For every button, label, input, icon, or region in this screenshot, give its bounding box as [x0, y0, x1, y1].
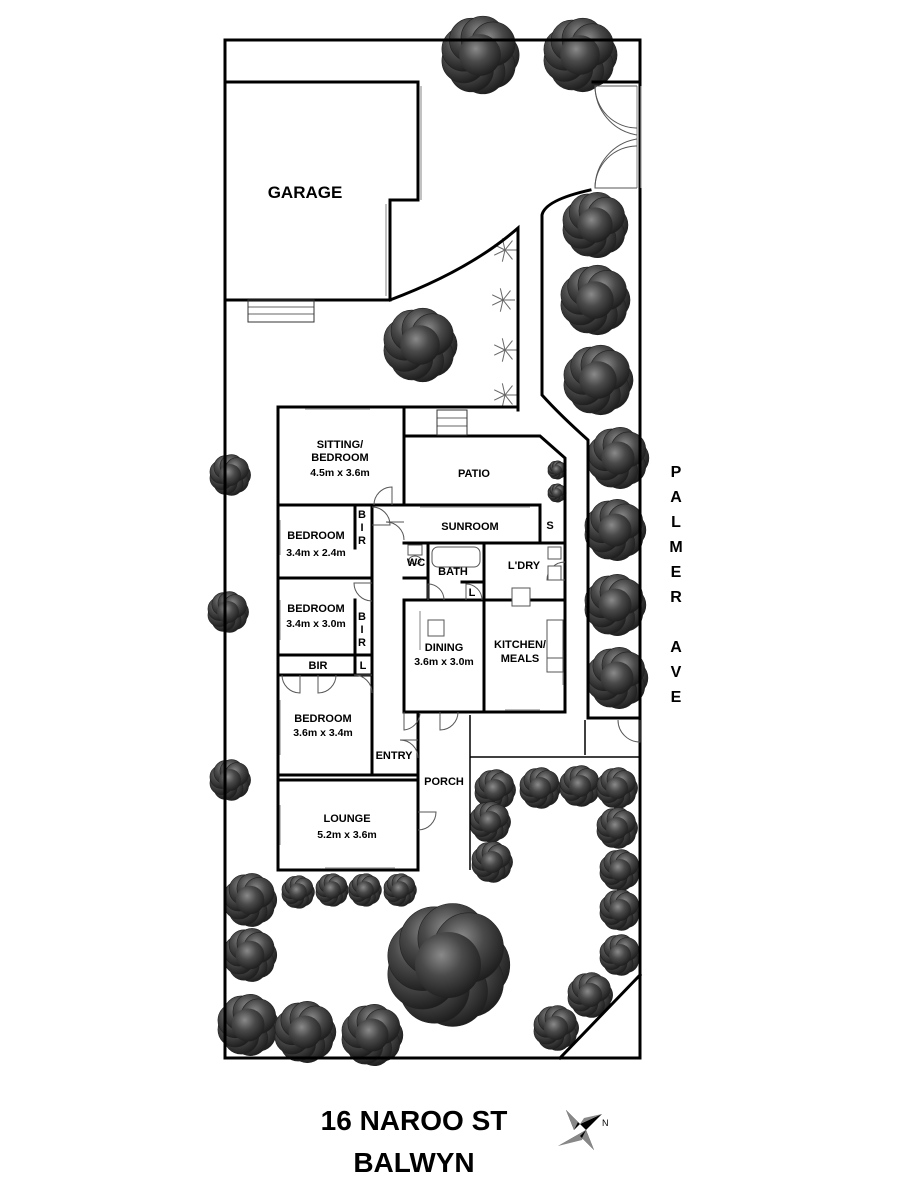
street-letter: L	[671, 514, 681, 531]
dining-label: DINING	[425, 642, 464, 654]
tree-icon	[584, 574, 647, 636]
tree-icon	[223, 928, 278, 982]
bedroom2-dims: 3.4m x 3.0m	[286, 618, 346, 630]
tree-icon	[562, 191, 629, 259]
street-letter: V	[671, 664, 682, 681]
tree-icon	[533, 1005, 579, 1051]
lounge-dims: 5.2m x 3.6m	[317, 829, 377, 841]
bir-lower-label: BIR	[309, 660, 328, 672]
tree-icon	[441, 15, 520, 95]
tree-icon	[315, 873, 349, 907]
tree-icon	[223, 873, 278, 927]
shrub-icon	[493, 238, 517, 262]
address-block: 16 NAROO ST BALWYN	[321, 1105, 508, 1178]
tree-icon	[547, 483, 567, 503]
shrub-icon	[493, 383, 517, 407]
tree-icon	[209, 454, 251, 496]
tree-icon	[471, 841, 513, 883]
tree-icon	[586, 647, 649, 709]
bedroom2-label: BEDROOM	[287, 603, 344, 615]
tree-icon	[217, 994, 280, 1056]
tree-icon	[596, 807, 638, 849]
street-letter: M	[669, 539, 682, 556]
wc-label: WC	[407, 557, 425, 569]
address-line-2: BALWYN	[353, 1147, 474, 1178]
tree-icon	[519, 767, 561, 809]
sitting-label-1: SITTING/	[317, 439, 363, 451]
sitting-dims: 4.5m x 3.6m	[310, 467, 370, 479]
patio-label: PATIO	[458, 468, 490, 480]
street-letter: A	[670, 489, 682, 506]
dining-dims: 3.6m x 3.0m	[414, 656, 474, 668]
bir-middle-i: I	[360, 624, 363, 636]
tree-icon	[560, 264, 631, 336]
street-letter: P	[671, 464, 682, 481]
street-letter: E	[671, 564, 682, 581]
bir-middle-b: B	[358, 611, 366, 623]
street-letter: R	[670, 589, 682, 606]
tree-icon	[584, 499, 647, 561]
shrub-icon	[493, 338, 517, 362]
sunroom-label: SUNROOM	[441, 521, 498, 533]
kitchen-label-2: MEALS	[501, 653, 540, 665]
tree-icon	[209, 759, 251, 801]
bedroom3-dims: 3.6m x 3.4m	[293, 727, 353, 739]
tree-icon	[348, 873, 382, 907]
kitchen-label-1: KITCHEN/	[494, 639, 546, 651]
shrub-icon	[491, 288, 515, 312]
tree-icon	[341, 1004, 404, 1066]
tree-icon	[383, 307, 458, 383]
tree-icon	[387, 903, 511, 1027]
room-labels: SITTING/ BEDROOM 4.5m x 3.6m PATIO BEDRO…	[286, 439, 553, 841]
tree-icon	[383, 873, 417, 907]
compass-north-label: N	[602, 1118, 609, 1128]
tree-icon	[547, 460, 567, 480]
store-label: S	[546, 520, 553, 532]
tree-icon	[567, 972, 613, 1018]
address-line-1: 16 NAROO ST	[321, 1105, 508, 1136]
tree-icon	[587, 427, 650, 489]
bir-upper-b: B	[358, 509, 366, 521]
tree-icon	[599, 889, 641, 931]
tree-icon	[563, 344, 634, 416]
bir-middle-r: R	[358, 637, 366, 649]
tree-icon	[596, 767, 638, 809]
driveway-edge	[469, 188, 643, 1061]
tree-icon	[469, 801, 511, 843]
street-letter: E	[671, 689, 682, 706]
laundry-label: L'DRY	[508, 560, 541, 572]
bir-upper-i: I	[360, 522, 363, 534]
sitting-label-2: BEDROOM	[311, 452, 368, 464]
bedroom1-label: BEDROOM	[287, 530, 344, 542]
landscaping	[207, 15, 650, 1066]
garage-label: GARAGE	[268, 183, 343, 202]
tree-icon	[281, 875, 315, 909]
entry-label: ENTRY	[376, 750, 414, 762]
garage: GARAGE	[223, 80, 520, 412]
compass-rose-icon: N	[558, 1110, 609, 1150]
property-boundary	[223, 38, 642, 1060]
tree-icon	[559, 765, 601, 807]
bir-upper-r: R	[358, 535, 366, 547]
bedroom3-label: BEDROOM	[294, 713, 351, 725]
street-letter: A	[670, 639, 682, 656]
bedroom1-dims: 3.4m x 2.4m	[286, 547, 346, 559]
linen-label: L	[469, 587, 476, 599]
lounge-label: LOUNGE	[323, 813, 370, 825]
tree-icon	[207, 591, 249, 633]
street-label: P A L M E R A V E	[669, 464, 682, 706]
house	[276, 405, 567, 872]
linen-lower-label: L	[360, 660, 367, 672]
tree-icon	[599, 849, 641, 891]
porch-label: PORCH	[424, 776, 464, 788]
tree-icon	[599, 934, 641, 976]
tree-icon	[274, 1001, 337, 1063]
bath-label: BATH	[438, 566, 468, 578]
front-gate	[594, 85, 642, 189]
